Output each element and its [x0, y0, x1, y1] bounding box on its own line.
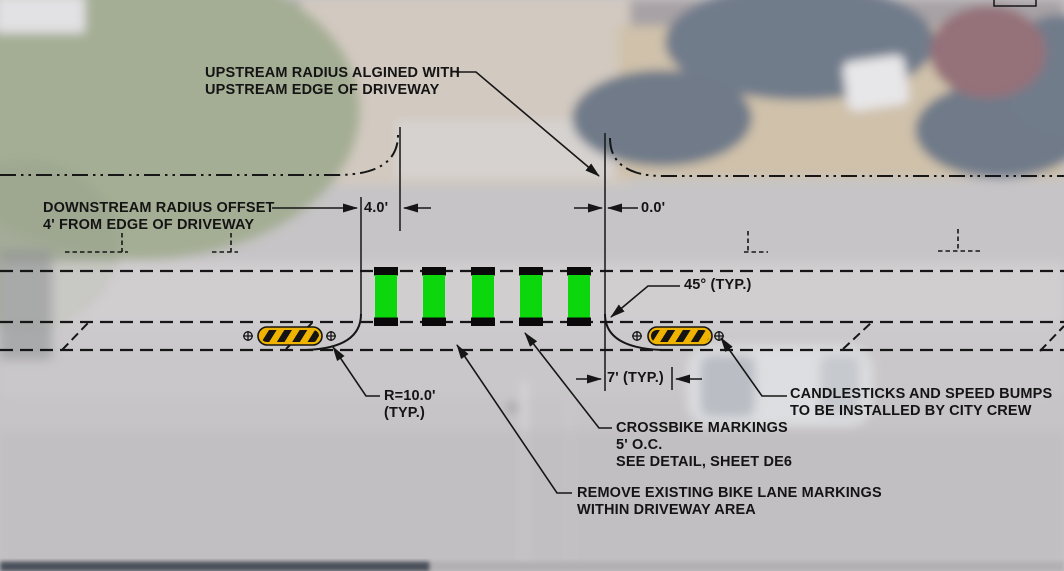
speed-bump-left — [243, 326, 336, 346]
crossbike-block — [471, 267, 495, 326]
red-tree — [930, 6, 1046, 98]
note-line: 5' O.C. — [616, 437, 663, 453]
leader-45deg — [610, 285, 680, 318]
parked-truck — [0, 0, 85, 33]
note-line: UPSTREAM EDGE OF DRIVEWAY — [205, 82, 440, 98]
candlestick-symbol — [714, 331, 724, 341]
note-line: CROSSBIKE MARKINGS — [616, 420, 788, 436]
leader-crossbike — [524, 332, 612, 429]
detail-frame-fragment — [993, 0, 1037, 7]
radius-label: R=10.0' (TYP.) — [384, 388, 436, 421]
note-line: UPSTREAM RADIUS ALGINED WITH — [205, 65, 460, 81]
leader-radius — [332, 346, 380, 397]
crossbike-block — [422, 267, 446, 326]
crossbike-markings — [374, 267, 591, 326]
candlestick-symbol — [632, 331, 642, 341]
crossbike-block — [374, 267, 398, 326]
note-line: CANDLESTICKS AND SPEED BUMPS — [790, 386, 1053, 402]
taper-curve-left — [305, 313, 362, 351]
note-line: TO BE INSTALLED BY CITY CREW — [790, 403, 1032, 419]
upstream-radius-note: UPSTREAM RADIUS ALGINED WITH UPSTREAM ED… — [205, 65, 460, 99]
leader-candlesticks — [720, 337, 787, 397]
note-line: 4' FROM EDGE OF DRIVEWAY — [43, 217, 255, 233]
curb-line-right — [609, 137, 1064, 177]
leader-remove — [456, 344, 572, 494]
bottom-edge-strip — [0, 561, 1064, 571]
note-line: REMOVE EXISTING BIKE LANE MARKINGS — [577, 485, 882, 501]
marking-angle-label: 45° (TYP.) — [684, 277, 752, 293]
candlesticks-note: CANDLESTICKS AND SPEED BUMPS TO BE INSTA… — [790, 386, 1052, 420]
speed-bump-right — [632, 326, 724, 346]
curb-line-left — [0, 134, 399, 176]
note-line: WITHIN DRIVEWAY AREA — [577, 502, 756, 518]
dim-downstream-offset: 4.0' — [364, 200, 389, 216]
parked-car — [842, 54, 910, 112]
leader-upstream-note — [456, 71, 600, 177]
taper-curve-right — [604, 313, 663, 351]
note-line: SEE DETAIL, SHEET DE6 — [616, 454, 793, 470]
candlestick-symbol — [326, 331, 336, 341]
parking-stall-markers — [65, 229, 980, 253]
crossbike-block — [567, 267, 591, 326]
dim-upstream-offset: 0.0' — [641, 200, 666, 216]
note-line: DOWNSTREAM RADIUS OFFSET — [43, 200, 275, 216]
remove-markings-note: REMOVE EXISTING BIKE LANE MARKINGS WITHI… — [577, 485, 882, 519]
crossbike-note: CROSSBIKE MARKINGS 5' O.C. SEE DETAIL, S… — [616, 420, 792, 471]
candlestick-symbol — [243, 331, 253, 341]
crossbike-block — [519, 267, 543, 326]
downstream-radius-note: DOWNSTREAM RADIUS OFFSET 4' FROM EDGE OF… — [43, 200, 275, 234]
dim-bump-offset: 7' (TYP.) — [607, 370, 664, 386]
